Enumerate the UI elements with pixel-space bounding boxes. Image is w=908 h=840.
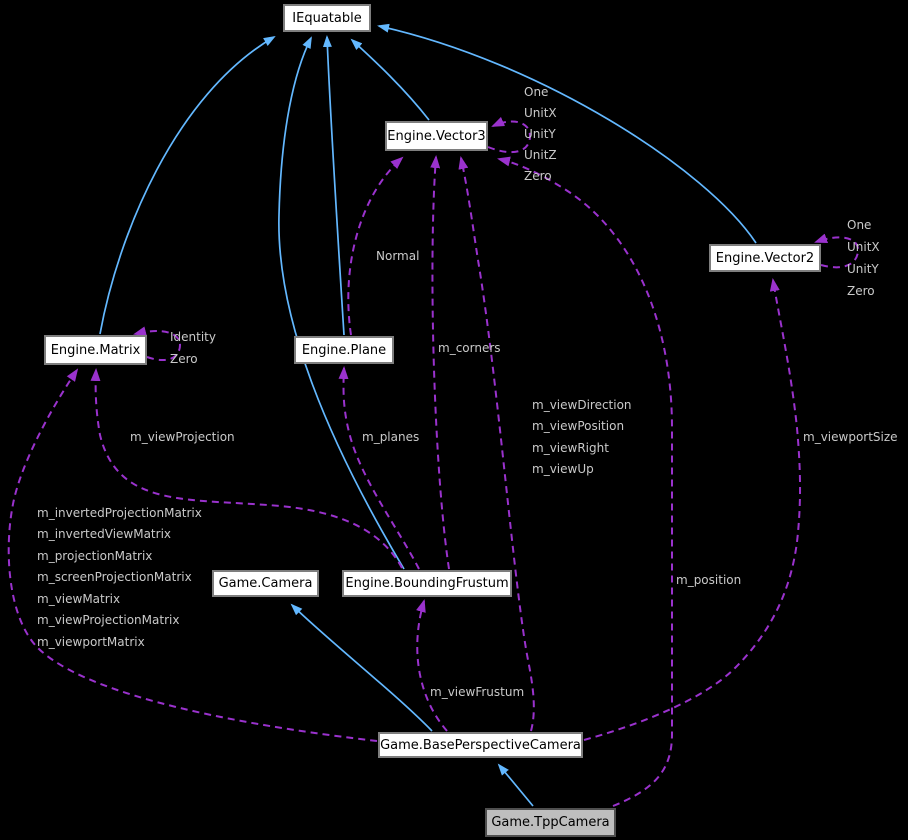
- edge-vector2-iequatable: [377, 23, 757, 244]
- edge-baseperspectivecamera-boundingfrustum-viewfrustum: [416, 599, 448, 732]
- edge-label-m-viewmatrix: m_viewMatrix: [37, 592, 121, 606]
- edge-boundingfrustum-plane-planes: [338, 366, 420, 570]
- edge-label-m-viewfrustum: m_viewFrustum: [430, 685, 525, 699]
- node-iequatable[interactable]: IEquatable: [283, 4, 371, 32]
- edge-baseperspectivecamera-vector2-viewportsize: [583, 278, 802, 741]
- edge-boundingfrustum-iequatable: [278, 36, 405, 570]
- edge-label-matrix-identity: Identity: [170, 330, 216, 344]
- edge-label-vector3-unitz: UnitZ: [524, 148, 557, 162]
- edge-label-m-viewportsize: m_viewportSize: [803, 430, 898, 444]
- edge-label-vector3-unitx: UnitX: [524, 106, 557, 120]
- edge-boundingfrustum-vector3-corners: [430, 155, 450, 570]
- edge-baseperspectivecamera-matrix-matrices: [7, 368, 378, 742]
- node-game-camera[interactable]: Game.Camera: [212, 570, 319, 597]
- node-game-tppcamera[interactable]: Game.TppCamera: [485, 808, 616, 837]
- edge-label-m-viewdirection: m_viewDirection: [532, 398, 632, 412]
- node-engine-matrix[interactable]: Engine.Matrix: [44, 335, 147, 365]
- edge-label-m-invertedviewmatrix: m_invertedViewMatrix: [37, 527, 172, 541]
- edge-label-m-screenprojectionmatrix: m_screenProjectionMatrix: [37, 570, 192, 584]
- edge-vector3-iequatable: [350, 38, 430, 121]
- edge-label-vector3-zero: Zero: [524, 169, 552, 183]
- edge-label-m-projectionmatrix: m_projectionMatrix: [37, 549, 153, 563]
- edge-label-vector2-unitx: UnitX: [847, 240, 880, 254]
- edge-label-m-viewprojectionmatrix: m_viewProjectionMatrix: [37, 613, 180, 627]
- edge-label-m-viewposition: m_viewPosition: [532, 419, 625, 433]
- edge-label-m-corners: m_corners: [438, 341, 501, 355]
- edge-label-m-position: m_position: [676, 573, 742, 587]
- edge-baseperspectivecamera-vector3-vectors: [458, 156, 535, 732]
- node-engine-vector3[interactable]: Engine.Vector3: [385, 121, 488, 151]
- edge-label-m-viewup: m_viewUp: [532, 462, 594, 476]
- edge-plane-iequatable: [322, 35, 345, 336]
- edge-label-m-viewprojection: m_viewProjection: [130, 430, 235, 444]
- edge-label-m-viewportmatrix: m_viewportMatrix: [37, 635, 145, 649]
- edge-label-vector3-one: One: [524, 85, 549, 99]
- node-engine-boundingfrustum[interactable]: Engine.BoundingFrustum: [342, 570, 512, 597]
- edge-label-vector2-unity: UnitY: [847, 262, 879, 276]
- edge-label-m-invertedprojectionmatrix: m_invertedProjectionMatrix: [37, 506, 202, 520]
- edge-plane-vector3-normal: [347, 156, 404, 336]
- edge-tppcamera-vector3-position: [497, 156, 673, 807]
- node-engine-vector2[interactable]: Engine.Vector2: [709, 244, 821, 272]
- edge-label-vector2-one: One: [847, 218, 872, 232]
- edge-matrix-iequatable: [99, 35, 276, 335]
- edge-vector3-self-loop: [487, 116, 532, 154]
- edge-tppcamera-baseperspectivecamera: [497, 763, 534, 807]
- edge-baseperspectivecamera-camera: [290, 603, 433, 732]
- edge-label-matrix-zero: Zero: [170, 352, 198, 366]
- edge-label-m-planes: m_planes: [362, 430, 420, 444]
- edge-matrix-self-loop: [133, 326, 182, 362]
- edge-label-normal: Normal: [376, 249, 420, 263]
- edge-label-vector2-zero: Zero: [847, 284, 875, 298]
- edge-vector2-self-loop: [814, 233, 860, 269]
- node-game-baseperspectivecamera[interactable]: Game.BasePerspectiveCamera: [378, 732, 583, 758]
- node-engine-plane[interactable]: Engine.Plane: [294, 336, 394, 364]
- edge-boundingfrustum-matrix-viewprojection: [90, 368, 403, 569]
- edge-label-vector3-unity: UnitY: [524, 127, 556, 141]
- edge-label-m-viewright: m_viewRight: [532, 441, 609, 455]
